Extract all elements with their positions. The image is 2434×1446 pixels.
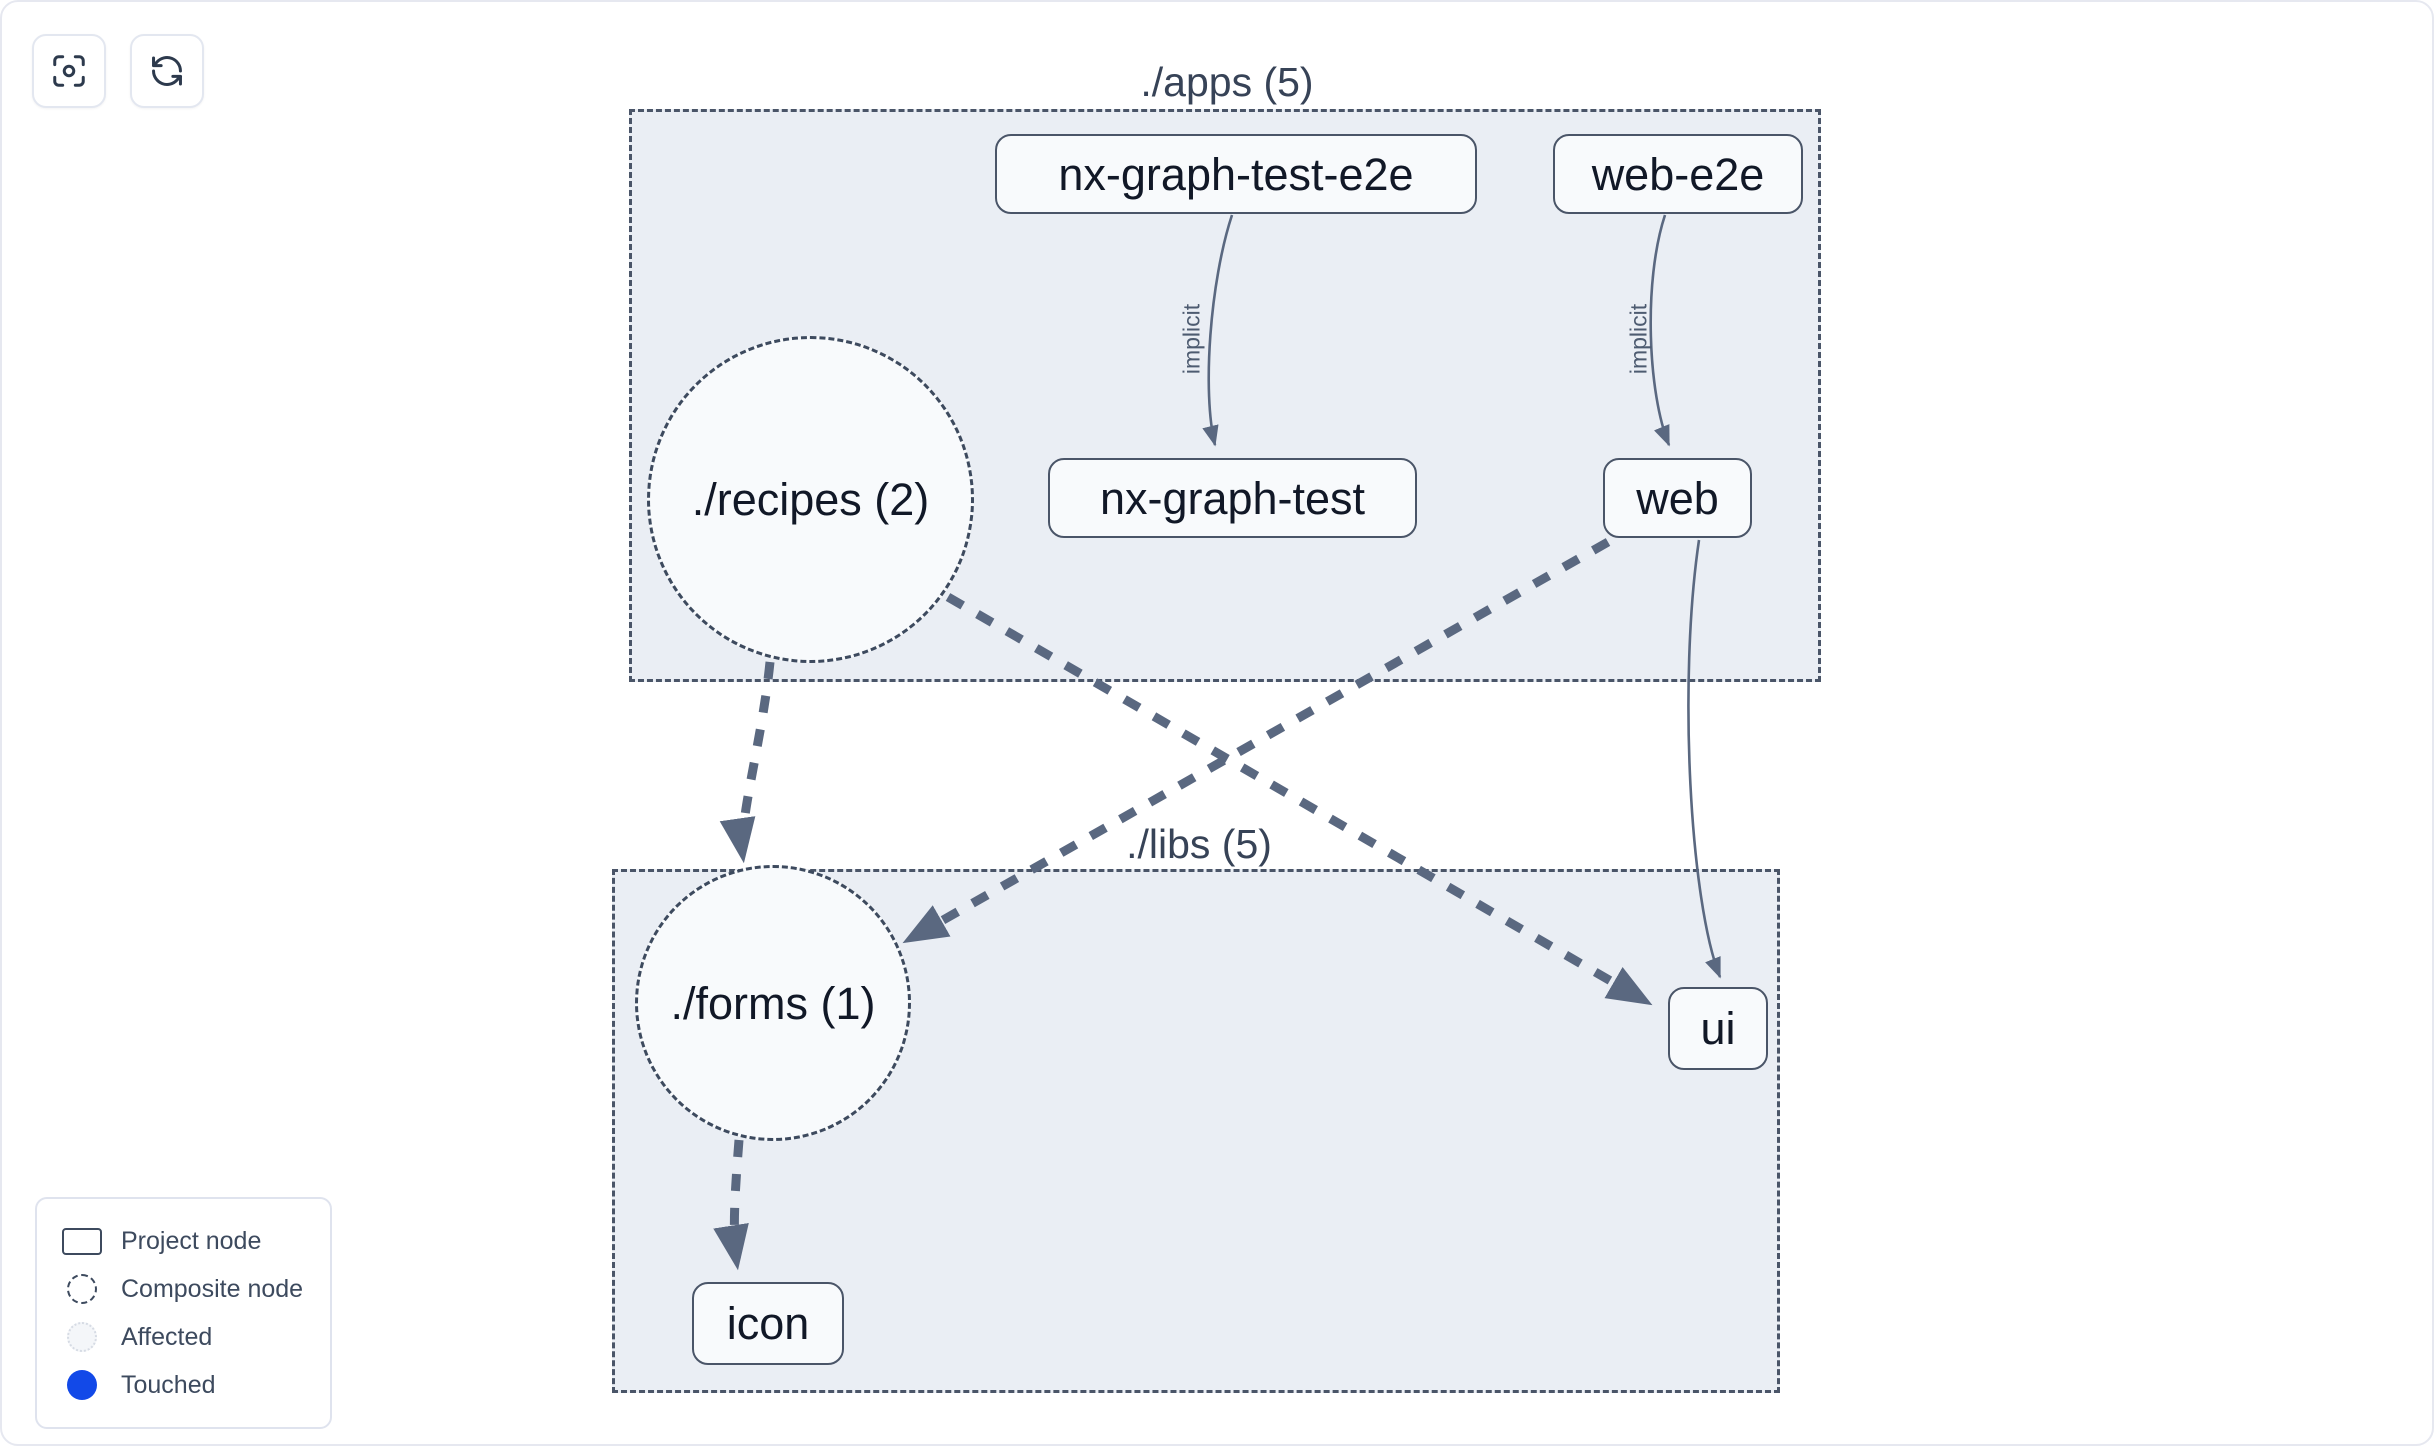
- touched-swatch: [59, 1370, 105, 1400]
- legend-label-affected: Affected: [121, 1322, 213, 1351]
- node-nx-graph-test-e2e[interactable]: nx-graph-test-e2e: [995, 134, 1477, 214]
- legend-label-touched: Touched: [121, 1370, 216, 1399]
- viewfinder-icon: [50, 52, 88, 90]
- graph-toolbar: [32, 34, 204, 108]
- edge-label-implicit-web: implicit: [1625, 303, 1652, 375]
- legend-item-composite-node: Composite node: [59, 1265, 310, 1313]
- legend-item-affected: Affected: [59, 1313, 310, 1361]
- node-icon[interactable]: icon: [692, 1282, 844, 1365]
- node-forms[interactable]: ./forms (1): [635, 865, 911, 1141]
- focus-graph-button[interactable]: [32, 34, 106, 108]
- legend-item-touched: Touched: [59, 1361, 310, 1409]
- edge-recipes-to-forms: [719, 661, 775, 864]
- legend-item-project-node: Project node: [59, 1217, 310, 1265]
- legend-label-composite-node: Composite node: [121, 1274, 304, 1303]
- project-node-swatch: [59, 1227, 105, 1255]
- group-label-libs: ./libs (5): [1126, 821, 1272, 867]
- edge-label-implicit-nx-graph-test: implicit: [1178, 303, 1205, 375]
- node-web-e2e[interactable]: web-e2e: [1553, 134, 1803, 214]
- node-recipes[interactable]: ./recipes (2): [647, 336, 974, 663]
- node-nx-graph-test[interactable]: nx-graph-test: [1048, 458, 1417, 538]
- refresh-icon: [148, 52, 186, 90]
- graph-legend: Project node Composite node Affected Tou…: [35, 1197, 332, 1429]
- affected-swatch: [59, 1322, 105, 1352]
- legend-label-project-node: Project node: [121, 1226, 262, 1255]
- node-web[interactable]: web: [1603, 458, 1752, 538]
- group-label-apps: ./apps (5): [1140, 59, 1314, 105]
- composite-node-swatch: [59, 1274, 105, 1304]
- node-ui[interactable]: ui: [1668, 987, 1768, 1070]
- refresh-graph-button[interactable]: [130, 34, 204, 108]
